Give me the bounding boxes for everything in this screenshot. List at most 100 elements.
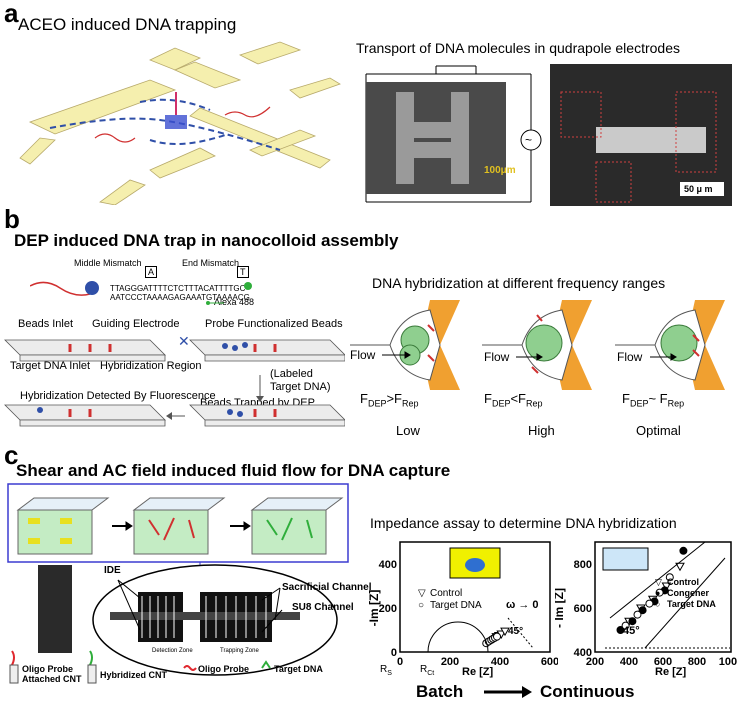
continuous-label: Continuous — [540, 682, 635, 701]
flow-label-high: Flow — [484, 350, 510, 364]
sacrificial-channel-label: Sacrificial Channel — [282, 582, 372, 593]
plot2-xlabel: Re [Z] — [655, 666, 687, 678]
trapping-zone-label: Trapping Zone — [220, 648, 259, 654]
nyquist-plot-batch: -Im [Z] 0 200 400 0 200 400 600 Control Targe… — [368, 541, 558, 668]
flow-label-low: Flow — [350, 348, 376, 362]
plot2-device-icon — [602, 547, 649, 571]
mismatch-a-box: A — [145, 266, 158, 278]
plot1-legend-target: Target DNA — [430, 600, 482, 611]
data-point-congener — [628, 617, 637, 626]
xtick-label: 200 — [441, 656, 459, 668]
xtick-label: 800 — [688, 656, 706, 668]
panel-b-title: DEP induced DNA trap in nanocolloid asse… — [14, 231, 399, 250]
flow-label-optimal: Flow — [617, 350, 643, 364]
hybridization-detected-label: Hybridization Detected By Fluorescence — [20, 390, 216, 402]
xtick-label: 200 — [586, 656, 604, 668]
condition-high: FDEP<FRep — [484, 391, 543, 409]
condition-optimal: FDEP~ FRep — [622, 391, 685, 409]
dna-seq-top: TTAGGGATTTTCTCTTTACATTTTGC — [110, 284, 246, 293]
labeled-target-label: (Labeled Target DNA) — [270, 368, 331, 393]
label-high: High — [528, 423, 555, 438]
panel-c-label: c — [4, 440, 19, 470]
scale-bar-50um: 50 μ m — [684, 184, 713, 194]
svg-text:▽: ▽ — [655, 577, 662, 587]
plot2-legend-control: Control — [667, 577, 699, 587]
legend-oligo-probe: Oligo Probe — [198, 664, 250, 674]
data-point-control — [500, 627, 510, 637]
xtick-label: 600 — [654, 656, 672, 668]
beads-inlet-label: Beads Inlet — [18, 318, 74, 330]
plot1-semicircle — [427, 621, 489, 653]
xtick-label: 400 — [620, 656, 638, 668]
svg-text:▽: ▽ — [418, 588, 426, 599]
ide-label: IDE — [104, 565, 121, 576]
panel-b-right-title: DNA hybridization at different frequency… — [372, 275, 666, 291]
target-inlet-label: Target DNA Inlet — [10, 360, 91, 372]
plot2-xticks: 2004006008001000 — [586, 656, 737, 668]
rct-label: RCt — [420, 664, 435, 677]
plot1-angle: 45° — [508, 626, 523, 637]
frequency-trap-diagram — [350, 300, 725, 390]
plot1-frame — [399, 541, 551, 653]
legend-hybridized-cnt: Hybridized CNT — [100, 670, 168, 680]
detection-zone-label: Detection Zone — [152, 648, 193, 654]
dna-seq-bottom: AATCCCTAAAAGAGAAATGTAAAACG — [110, 293, 250, 302]
legend-oligo-attached: Oligo Probe Attached CNT — [22, 664, 82, 684]
plot1-45-line — [507, 617, 534, 649]
ytick-label: 600 — [574, 603, 592, 615]
probe-beads-label: Probe Functionalized Beads — [205, 318, 343, 330]
plot1-ylabel: -Im [Z] — [368, 590, 381, 627]
panel-c-title: Shear and AC field induced fluid flow fo… — [16, 461, 451, 480]
panel-a-label: a — [4, 0, 19, 28]
data-point-congener — [679, 546, 688, 555]
plot1-yticks: 0 200 400 — [379, 559, 397, 659]
data-point-congener — [616, 626, 625, 634]
data-point-target-dna — [655, 588, 664, 597]
cnt-capture-diagram — [7, 483, 349, 684]
alexa-488-label: Alexa 488 — [214, 297, 255, 307]
condition-low: FDEP>FRep — [360, 391, 419, 409]
xtick-label: 600 — [541, 656, 558, 668]
svg-text:○: ○ — [655, 599, 660, 609]
plot2-ylabel: - Im [Z] — [555, 588, 566, 628]
plot2-angle: 45° — [623, 625, 640, 637]
plot1-omega: ω → 0 — [506, 599, 539, 611]
ytick-label: 200 — [379, 603, 397, 615]
xtick-label: 0 — [397, 656, 403, 668]
data-point-target-dna — [621, 621, 630, 630]
svg-text:●: ● — [655, 588, 660, 598]
middle-mismatch-label: Middle Mismatch — [74, 258, 142, 268]
xtick-label: 400 — [491, 656, 509, 668]
ytick-label: 400 — [379, 559, 397, 571]
hybridization-region-label: Hybridization Region — [100, 360, 202, 372]
su8-channel-label: SU8 Channel — [292, 602, 354, 613]
legend-target-dna: Target DNA — [274, 664, 323, 674]
plot1-xticks: 0 200 400 600 — [397, 656, 558, 668]
rs-label: RS — [380, 664, 392, 677]
panel-a-title: ACEO induced DNA trapping — [18, 15, 237, 34]
plot2-band-lower — [644, 557, 726, 649]
svg-text:~: ~ — [525, 133, 532, 147]
plot2-legend-target: Target DNA — [667, 599, 716, 609]
plot1-legend-control: Control — [430, 588, 462, 599]
dep-chip-workflow-diagram: ✕ — [4, 333, 345, 427]
plot2-legend-congener: Congener — [667, 588, 710, 598]
label-optimal: Optimal — [636, 423, 681, 438]
ytick-label: 400 — [574, 647, 592, 659]
aceo-electrode-diagram — [19, 41, 341, 205]
data-point-target-dna — [493, 632, 501, 641]
ytick-label: 0 — [391, 647, 397, 659]
label-low: Low — [396, 423, 420, 438]
data-point-target-dna — [645, 599, 654, 608]
data-point-congener — [638, 606, 647, 615]
mismatch-t-box: T — [237, 266, 249, 278]
batch-to-continuous-arrow — [484, 686, 532, 698]
plot2-band-upper — [609, 541, 706, 619]
end-mismatch-label: End Mismatch — [182, 258, 240, 268]
svg-text:✕: ✕ — [178, 333, 190, 349]
svg-text:○: ○ — [418, 600, 424, 611]
data-point-target-dna — [633, 610, 642, 619]
plot2-frame — [594, 541, 732, 653]
